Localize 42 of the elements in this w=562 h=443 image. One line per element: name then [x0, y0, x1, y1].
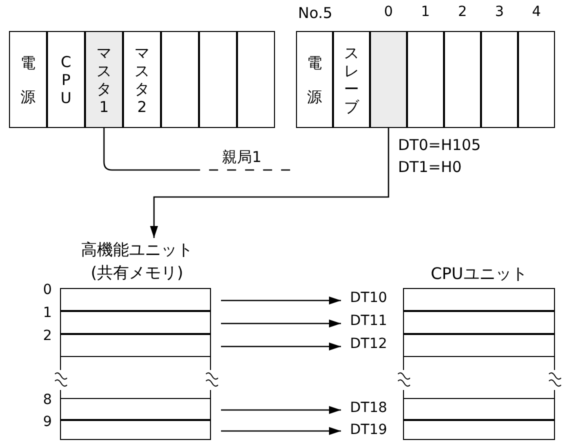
slot-number: 1: [420, 4, 431, 20]
slot-number: 4: [531, 4, 542, 20]
module-label: 電源: [20, 52, 36, 108]
station-number: No.5: [298, 4, 332, 22]
row-number: 1: [43, 305, 52, 321]
slot-number: 3: [494, 4, 505, 20]
row-number: 9: [43, 414, 52, 430]
row-number: 8: [43, 392, 52, 408]
module-label: マスタ1: [96, 44, 112, 116]
module-slot: [333, 31, 370, 128]
register-label: DT10: [350, 290, 388, 306]
unit-title: 高機能ユニット (共有メモリ): [72, 238, 202, 286]
register-label: DT12: [350, 336, 388, 352]
register-setting: DT0=H105: [398, 136, 481, 154]
arrow: [150, 128, 390, 238]
slot-number: 2: [457, 4, 468, 20]
module-slot: [9, 31, 47, 128]
arrow: [221, 406, 341, 414]
module-slot: [47, 31, 85, 128]
module-label: マスタ2: [134, 44, 150, 116]
module-slot: [296, 31, 333, 128]
module-slot: [161, 31, 199, 128]
arrow: [221, 427, 341, 435]
arrow: [221, 342, 341, 350]
module-slot: [85, 31, 123, 128]
module-label: CPU: [60, 52, 72, 106]
arrow: [221, 296, 341, 304]
module-slot: [123, 31, 161, 128]
module-slot: [237, 31, 275, 128]
unit-title: CPUユニット: [403, 262, 555, 286]
row-number: 0: [43, 282, 52, 298]
row-number: 2: [43, 328, 52, 344]
register-setting: DT1=H0: [398, 158, 462, 176]
edge-label: 親局1: [222, 148, 262, 167]
register-label: DT19: [350, 422, 388, 438]
register-label: DT18: [350, 400, 388, 416]
module-label: 電源: [306, 52, 322, 108]
register-label: DT11: [350, 313, 388, 329]
arrow: [221, 320, 341, 328]
module-slot: [199, 31, 237, 128]
module-label: スレーブ: [344, 44, 360, 116]
slot-number: 0: [383, 4, 394, 20]
